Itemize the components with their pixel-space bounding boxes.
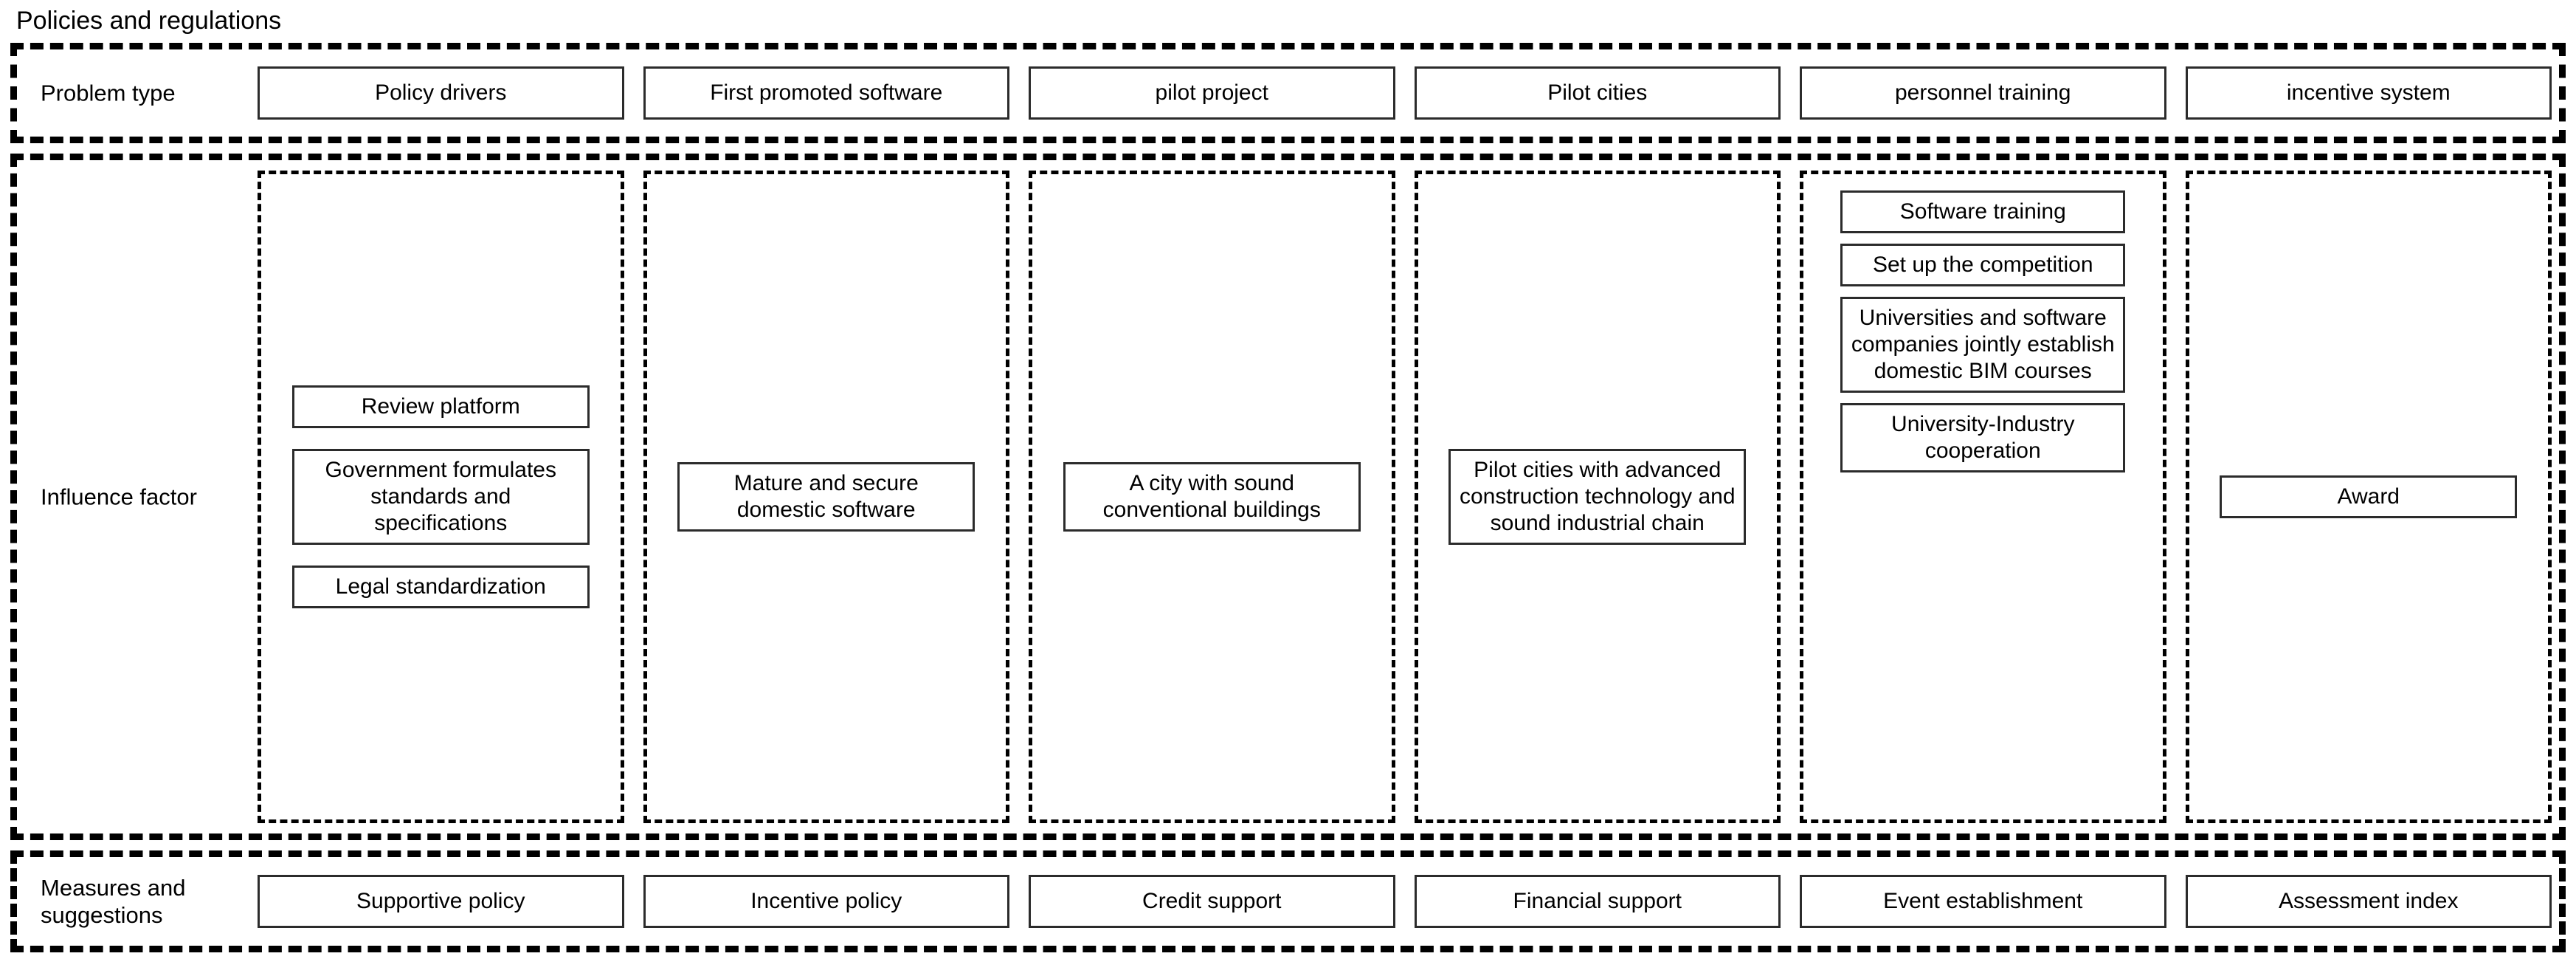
row-label-measures-line2: suggestions (41, 902, 163, 928)
influence-subframe-first-promoted-software: Mature and secure domestic software (643, 171, 1009, 823)
measures-col-1: Supportive policy (258, 865, 624, 938)
problem-type-box-personnel-training[interactable]: personnel training (1800, 66, 2166, 120)
measures-box-supportive-policy[interactable]: Supportive policy (258, 875, 624, 928)
problem-type-box-pilot-project[interactable]: pilot project (1029, 66, 1395, 120)
influence-subframe-incentive-system: Award (2185, 171, 2552, 823)
problem-type-col-6: incentive system (2185, 57, 2552, 129)
band-problem-type: Problem type Policy drivers First promot… (10, 43, 2566, 143)
influence-subframe-policy-drivers: Review platform Government formulates st… (258, 171, 624, 823)
problem-type-col-1: Policy drivers (258, 57, 624, 129)
row-label-measures-line1: Measures and (41, 875, 186, 901)
measures-col-5: Event establishment (1800, 865, 2166, 938)
influence-factor-columns: Review platform Government formulates st… (255, 160, 2555, 833)
measures-box-assessment-index[interactable]: Assessment index (2185, 875, 2552, 928)
problem-type-box-incentive-system[interactable]: incentive system (2185, 66, 2552, 120)
influence-box-software-training[interactable]: Software training (1840, 190, 2126, 233)
band-influence-factor: Influence factor Review platform Governm… (10, 154, 2566, 840)
influence-box-set-up-competition[interactable]: Set up the competition (1840, 244, 2126, 286)
measures-col-2: Incentive policy (643, 865, 1009, 938)
influence-factor-col-6: Award (2185, 171, 2552, 823)
influence-box-pilot-cities-advanced-construction[interactable]: Pilot cities with advanced construction … (1448, 449, 1747, 545)
influence-box-city-sound-conventional-buildings[interactable]: A city with sound conventional buildings (1063, 462, 1361, 532)
problem-type-col-2: First promoted software (643, 57, 1009, 129)
measures-col-4: Financial support (1414, 865, 1781, 938)
band-measures-suggestions: Measures and suggestions Supportive poli… (10, 850, 2566, 952)
measures-col-3: Credit support (1029, 865, 1395, 938)
measures-box-incentive-policy[interactable]: Incentive policy (643, 875, 1009, 928)
influence-subframe-pilot-cities: Pilot cities with advanced construction … (1414, 171, 1781, 823)
influence-box-university-industry-cooperation[interactable]: University-Industry cooperation (1840, 403, 2126, 472)
measures-box-financial-support[interactable]: Financial support (1414, 875, 1781, 928)
measures-box-credit-support[interactable]: Credit support (1029, 875, 1395, 928)
influence-factor-col-4: Pilot cities with advanced construction … (1414, 171, 1781, 823)
row-label-measures-suggestions: Measures and suggestions (41, 874, 262, 929)
influence-box-legal-standardization[interactable]: Legal standardization (291, 566, 590, 608)
influence-subframe-pilot-project: A city with sound conventional buildings (1029, 171, 1395, 823)
influence-box-award[interactable]: Award (2220, 475, 2518, 518)
measures-col-6: Assessment index (2185, 865, 2552, 938)
row-label-influence-factor: Influence factor (41, 484, 197, 510)
influence-box-review-platform[interactable]: Review platform (291, 385, 590, 428)
framework-outer-frame: Problem type Policy drivers First promot… (10, 43, 2566, 952)
problem-type-box-policy-drivers[interactable]: Policy drivers (258, 66, 624, 120)
influence-subframe-personnel-training: Software training Set up the competition… (1800, 171, 2166, 823)
problem-type-columns: Policy drivers First promoted software p… (255, 49, 2555, 137)
measures-box-event-establishment[interactable]: Event establishment (1800, 875, 2166, 928)
influence-factor-col-2: Mature and secure domestic software (643, 171, 1009, 823)
influence-factor-col-3: A city with sound conventional buildings (1029, 171, 1395, 823)
problem-type-col-5: personnel training (1800, 57, 2166, 129)
influence-box-mature-secure-domestic-software[interactable]: Mature and secure domestic software (677, 462, 976, 532)
influence-box-government-standards[interactable]: Government formulates standards and spec… (291, 449, 590, 545)
measures-columns: Supportive policy Incentive policy Credi… (255, 857, 2555, 946)
problem-type-box-pilot-cities[interactable]: Pilot cities (1414, 66, 1781, 120)
influence-box-universities-software-bim-courses[interactable]: Universities and software companies join… (1840, 297, 2126, 393)
problem-type-col-3: pilot project (1029, 57, 1395, 129)
influence-factor-col-1: Review platform Government formulates st… (258, 171, 624, 823)
influence-factor-col-5: Software training Set up the competition… (1800, 171, 2166, 823)
problem-type-col-4: Pilot cities (1414, 57, 1781, 129)
figure-title: Policies and regulations (16, 7, 282, 35)
row-label-problem-type: Problem type (41, 80, 176, 106)
problem-type-box-first-promoted-software[interactable]: First promoted software (643, 66, 1009, 120)
